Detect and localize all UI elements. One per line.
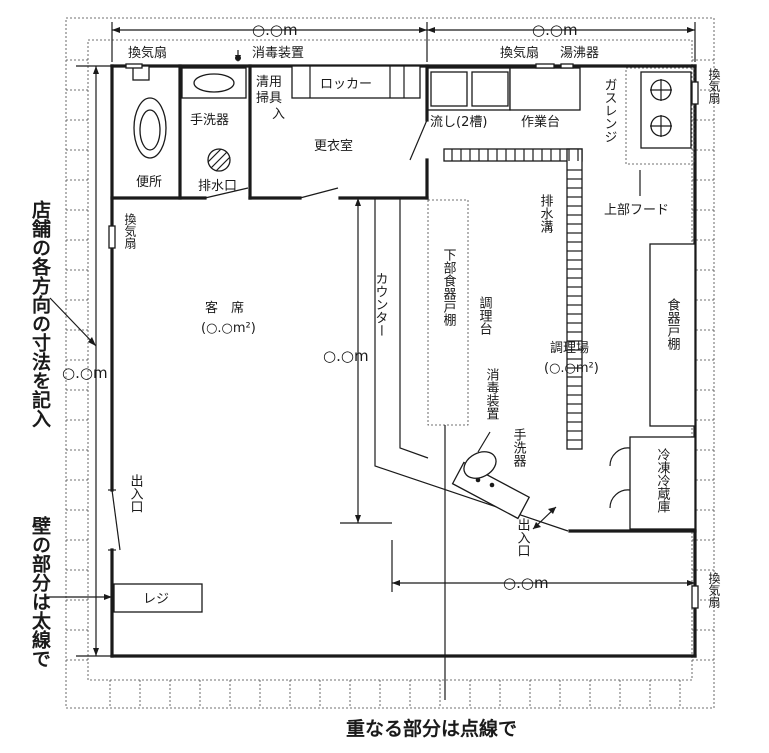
fan-icons bbox=[108, 63, 699, 609]
kitchen-area-label: (○.○m²) bbox=[544, 361, 599, 376]
top-disinfect-label: 消毒装置 bbox=[252, 46, 304, 61]
dish-cupboard-icon bbox=[649, 243, 696, 427]
top-fan-right-label: 換気扇 bbox=[500, 45, 539, 61]
changing-room-label: 更衣室 bbox=[314, 138, 353, 154]
cleaning-tools-2-label: 掃具 bbox=[256, 90, 282, 106]
register-icon bbox=[113, 583, 203, 613]
locker-icon bbox=[291, 65, 421, 99]
wall-note: 壁の部分は太線で bbox=[29, 515, 51, 668]
prep-table-label: 調理台 bbox=[477, 296, 493, 335]
sink-icon bbox=[427, 67, 581, 111]
dimensions-note: 店舗の各方向の寸法を記入 bbox=[29, 199, 52, 428]
top-fan-left-label: 換気扇 bbox=[128, 45, 167, 61]
side-fan-left-label: 換気扇 bbox=[123, 213, 137, 250]
drain-ditch-label: 排水溝 bbox=[538, 194, 554, 234]
gas-range-label: ガスレンジ bbox=[602, 78, 617, 143]
overlap-note: 重なる部分は点線で bbox=[346, 717, 517, 740]
door-swings bbox=[108, 119, 428, 551]
dim-counter-depth: ○.○m bbox=[323, 347, 369, 365]
register-label: レジ bbox=[143, 592, 169, 607]
counter-label: カウンター bbox=[373, 272, 388, 337]
dim-top-left: ○.○m bbox=[252, 21, 298, 39]
toilet-label: 便所 bbox=[136, 175, 162, 190]
drain-outlet-icon bbox=[207, 148, 231, 172]
dish-cupboard-label: 食器戸棚 bbox=[665, 297, 681, 350]
toilet-icon bbox=[132, 65, 167, 159]
dimension-lines bbox=[76, 22, 696, 657]
handwash-kitchen-label: 手洗器 bbox=[511, 428, 527, 468]
handwash-basin-icon bbox=[181, 55, 247, 99]
fridge-icon bbox=[609, 436, 696, 530]
side-fan-right-top-label: 換気扇 bbox=[707, 68, 721, 105]
disinfect-kitchen-label: 消毒装置 bbox=[484, 368, 500, 420]
cleaning-tools-3-label: 入 bbox=[272, 107, 285, 122]
interior-fixtures bbox=[108, 55, 699, 613]
handwash-small-label: 手洗器 bbox=[190, 113, 229, 128]
locker-label: ロッカー bbox=[320, 77, 372, 92]
lower-cupboard-label: 下部食器戸棚 bbox=[441, 248, 457, 326]
entrance-left-label: 出入口 bbox=[128, 474, 144, 513]
dim-top-right: ○.○m bbox=[532, 21, 578, 39]
building-walls bbox=[110, 64, 697, 658]
sink-label: 流し(2槽) bbox=[430, 115, 487, 130]
dim-bottom-run: ○.○m bbox=[503, 574, 549, 592]
entrance-kitchen-label: 出入口 bbox=[515, 518, 531, 557]
fridge-label: 冷凍冷蔵庫 bbox=[655, 448, 671, 513]
gas-range-icon bbox=[625, 67, 695, 165]
kitchen-handwash-icon bbox=[451, 451, 557, 530]
hood-label: 上部フード bbox=[604, 203, 669, 218]
kitchen-label: 調理場 bbox=[550, 341, 589, 356]
dim-left-height: ○.○m bbox=[62, 364, 108, 382]
drain-ditch-icon bbox=[443, 148, 583, 450]
seating-area-label: (○.○m²) bbox=[201, 321, 256, 336]
side-fan-right-bottom-label: 換気扇 bbox=[707, 572, 721, 609]
worktable-label: 作業台 bbox=[521, 114, 560, 130]
note-leaders bbox=[45, 50, 641, 700]
seating-label: 客 席 bbox=[205, 300, 244, 316]
cleaning-tools-1-label: 清用 bbox=[256, 75, 282, 90]
grid-frame bbox=[65, 17, 715, 709]
water-heater-label: 湯沸器 bbox=[560, 46, 599, 61]
drain-outlet-label: 排水口 bbox=[198, 179, 237, 194]
